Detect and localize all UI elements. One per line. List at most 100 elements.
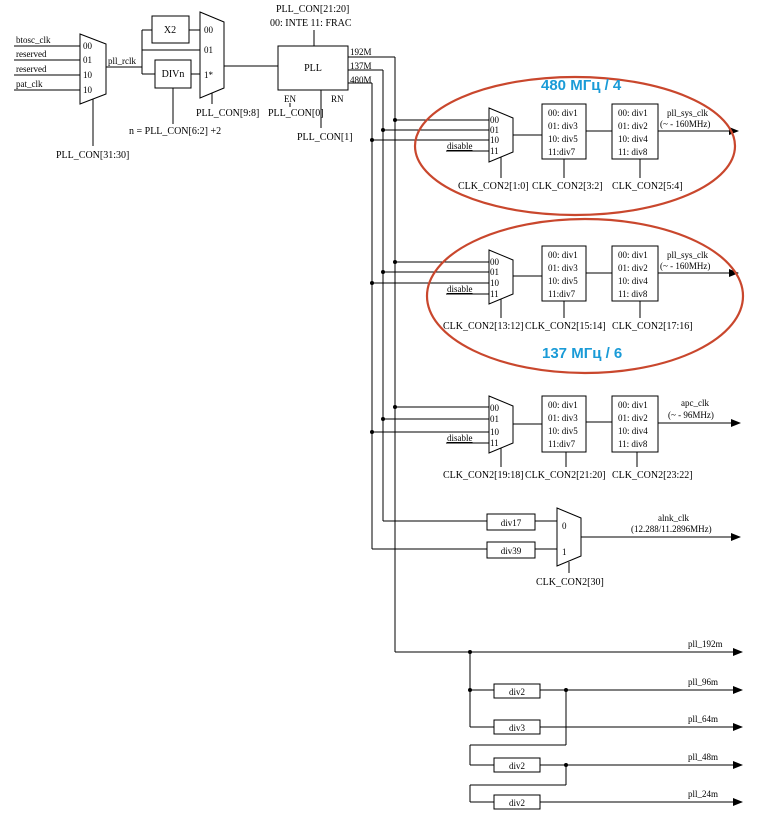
b1-da-3: 10: div5 [548,134,578,144]
pll-input-mux-shape [199,11,225,99]
out-pll-48m-label: pll_48m [688,752,718,762]
branch1-div2-ctrl: CLK_CON2[5:4] [612,181,683,192]
input-btosc-label: btosc_clk [16,35,51,45]
b2-db-3: 10: div4 [618,276,648,286]
pll-con-top-2: 00: INTE 11: FRAC [270,18,352,29]
b3-db-2: 01: div2 [618,413,648,423]
branch2-out-name: pll_sys_clk [667,250,709,260]
alnk-sel-1: 1 [562,547,567,557]
b3-db-4: 11: div8 [618,439,648,449]
div39-label: div39 [501,546,522,556]
branch-3: disable 00 01 10 11 CLK_CON2[19:18] 00: … [443,395,741,481]
div17-block [486,513,536,531]
branch3-out-name: apc_clk [681,398,709,408]
input-mux-sel-00: 00 [83,41,93,51]
b2-da-4: 11:div7 [548,289,576,299]
branch1-mux-ctrl: CLK_CON2[1:0] [458,181,529,192]
alnk-mux [556,507,582,567]
input-pat-label: pat_clk [16,79,43,89]
out-pll-96m-label: pll_96m [688,677,718,687]
mux2-sel-1x: 1* [204,70,214,80]
branch1-div1-ctrl: CLK_CON2[3:2] [532,181,603,192]
b1-db-1: 00: div1 [618,108,648,118]
branch1-mux [488,107,514,163]
b3-db-1: 00: div1 [618,400,648,410]
branch1-out-freq: (~ - 160MHz) [660,119,710,129]
branch1-out-name: pll_sys_clk [667,108,709,118]
alnk-out-freq: (12.288/11.2896MHz) [631,524,712,534]
b2-da-3: 10: div5 [548,276,578,286]
m2-sel-01: 01 [490,267,499,277]
pll-block: PLL_CON[21:20] 00: INTE 11: FRAC PLL EN … [268,4,372,143]
pll-en: EN [284,94,296,104]
branch2-div-b [611,245,659,302]
branch2-div1-ctrl: CLK_CON2[15:14] [525,321,606,332]
div2-label-c: div2 [509,798,525,808]
b3-da-4: 11:div7 [548,439,576,449]
m1-sel-00: 00 [490,115,500,125]
m1-disable-label: disable [447,141,473,151]
branch1-div-a [541,103,587,160]
input-mux-sel-10b: 10 [83,85,93,95]
b2-db-1: 00: div1 [618,250,648,260]
m3-disable-label: disable [447,433,473,443]
divn-label: DIVn [162,69,185,80]
pre-pll-stage: pll_rclk X2 DIVn n = PLL_CON[6:2] +2 00 … [106,11,278,137]
branch-1: disable 00 01 10 11 CLK_CON2[1:0] 00: di… [446,103,739,192]
mux2-ctrl-label: PLL_CON[9:8] [196,108,259,119]
pll-out-192m: 192M [350,47,372,57]
pll-out-480m: 480M [350,75,372,85]
pll-output-buses [348,56,489,652]
branch2-mux-ctrl: CLK_CON2[13:12] [443,321,524,332]
b1-da-4: 11:div7 [548,147,576,157]
m2-disable-label: disable [447,284,473,294]
m3-sel-01: 01 [490,414,499,424]
m1-sel-11: 11 [490,146,499,156]
b3-da-1: 00: div1 [548,400,578,410]
input-mux-shape [79,33,107,105]
b2-da-1: 00: div1 [548,250,578,260]
branch3-div1-ctrl: CLK_CON2[21:20] [525,470,606,481]
b3-da-2: 01: div3 [548,413,578,423]
m3-sel-10: 10 [490,427,500,437]
m2-sel-10: 10 [490,278,500,288]
annotation-top: 480 МГц / 4 [541,77,622,94]
m1-sel-01: 01 [490,125,499,135]
input-mux-sel-10a: 10 [83,70,93,80]
branch-2: disable 00 01 10 11 CLK_CON2[13:12] 00: … [443,245,739,332]
out-pll-24m-label: pll_24m [688,789,718,799]
b2-db-4: 11: div8 [618,289,648,299]
b1-db-4: 11: div8 [618,147,648,157]
highlight-oval-top [413,75,737,217]
pll-rn-ctrl: PLL_CON[1] [297,132,353,143]
divn-formula: n = PLL_CON[6:2] +2 [129,126,221,137]
m3-sel-11: 11 [490,438,499,448]
pll-box [277,45,349,91]
b3-db-3: 10: div4 [618,426,648,436]
branch2-out-freq: (~ - 160MHz) [660,261,710,271]
pll-rn: RN [331,94,344,104]
pll-con-top-1: PLL_CON[21:20] [276,4,349,15]
div39-block [486,541,536,559]
branch3-div-b [611,395,659,453]
div3-label: div3 [509,723,526,733]
branch3-mux-ctrl: CLK_CON2[19:18] [443,470,524,481]
branch3-mux [488,395,514,454]
alnk-sel-0: 0 [562,521,567,531]
b1-db-3: 10: div4 [618,134,648,144]
input-reserved-2-label: reserved [16,64,47,74]
b1-db-2: 01: div2 [618,121,648,131]
pll-192m-dividers: pll_192m div2 div3 pll_96m pll_64m div2 … [395,639,743,810]
x2-block [151,15,190,44]
x2-label: X2 [164,25,176,36]
input-mux-ctrl-label: PLL_CON[31:30] [56,150,129,161]
div2-label-b: div2 [509,761,525,771]
b1-da-2: 01: div3 [548,121,578,131]
b2-db-2: 01: div2 [618,263,648,273]
m2-sel-00: 00 [490,257,500,267]
pll-rclk-label: pll_rclk [108,56,136,66]
alnk-out-name: alnk_clk [658,513,689,523]
annotation-middle: 137 МГц / 6 [542,345,622,362]
div2-block-a [493,683,541,699]
pll-out-137m: 137M [350,61,372,71]
